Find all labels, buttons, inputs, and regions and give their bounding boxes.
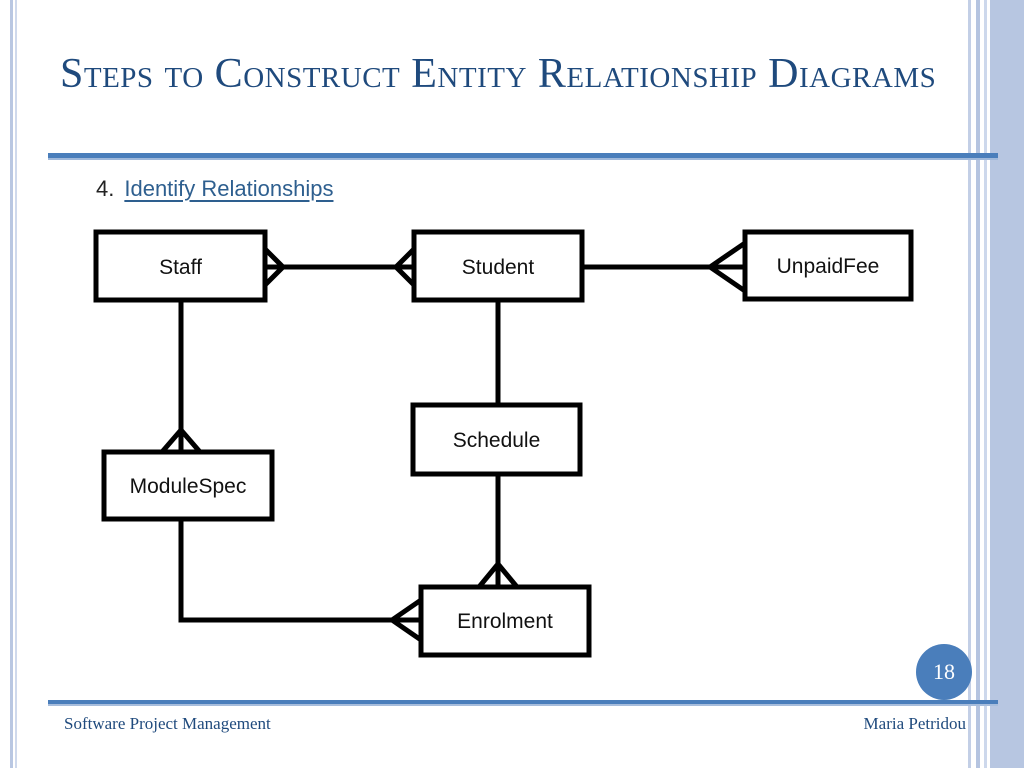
footer-left-text: Software Project Management <box>64 714 271 733</box>
bullet-row: 4. Identify Relationships <box>96 176 333 202</box>
entity-label-schedule: Schedule <box>452 429 541 452</box>
entity-box-unpaidfee <box>742 229 914 302</box>
crowsfoot-student-staff-lower <box>394 265 416 287</box>
crowsfoot-staff-student-lower <box>263 265 285 287</box>
footer-right-text: Maria Petridou <box>863 714 966 733</box>
page-number-badge: 18 <box>916 644 972 700</box>
title-divider-soft <box>48 158 998 160</box>
right-edge-bar-4 <box>990 0 1024 768</box>
crowsfoot-enrolment-top-right <box>496 562 519 589</box>
entity-label-staff: Staff <box>159 256 202 279</box>
entity-label-student: Student <box>461 256 535 279</box>
footer-divider <box>48 700 998 704</box>
right-edge-bar-2 <box>976 0 980 768</box>
crowsfoot-enrolment-left-upper <box>390 597 423 623</box>
right-edge-bar-1 <box>968 0 971 768</box>
crowsfoot-student-staff-upper <box>394 247 416 269</box>
title-divider <box>48 153 998 158</box>
bullet-number: 4. <box>96 176 115 201</box>
entity-box-modulespec <box>101 449 275 522</box>
crowsfoot-modulespec-left <box>160 428 183 454</box>
entity-label-enrolment: Enrolment <box>457 610 553 633</box>
left-edge-bar-outer <box>10 0 13 768</box>
right-edge-bar-3 <box>984 0 987 768</box>
bullet-link[interactable]: Identify Relationships <box>124 176 334 201</box>
entity-label-modulespec: ModuleSpec <box>129 475 247 498</box>
entity-box-enrolment <box>418 584 592 658</box>
entity-box-student <box>411 229 585 303</box>
page-title: Steps to Construct Entity Relationship D… <box>60 51 937 97</box>
footer-divider-soft <box>48 704 998 706</box>
left-edge-bar-inner <box>15 0 17 768</box>
rel-line-modulespec-enrolment <box>178 519 421 623</box>
crowsfoot-enrolment-top-left <box>477 562 500 589</box>
crowsfoot-staff-student-upper <box>263 247 285 269</box>
crowsfoot-unpaidfee-upper <box>708 240 747 270</box>
entity-label-unpaidfee: UnpaidFee <box>776 255 880 278</box>
entity-box-schedule <box>410 402 583 477</box>
crowsfoot-modulespec-right <box>179 428 202 454</box>
crowsfoot-enrolment-left-lower <box>390 617 423 643</box>
entity-box-staff <box>93 229 268 303</box>
crowsfoot-unpaidfee-lower <box>708 264 747 294</box>
